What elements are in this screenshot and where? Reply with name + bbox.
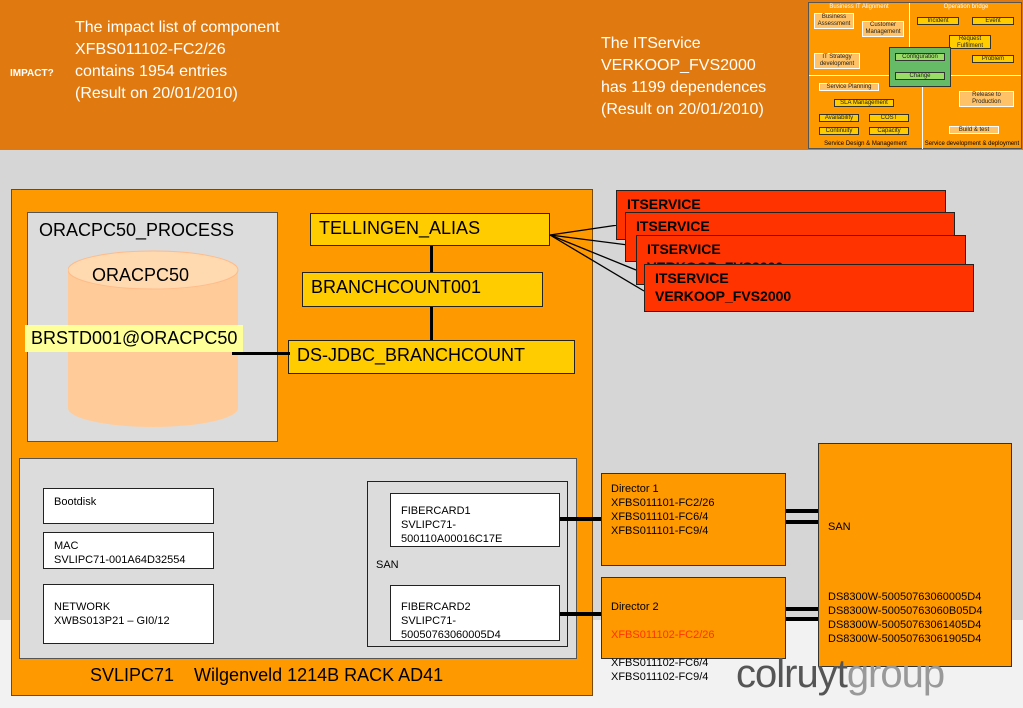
thumb-service-planning: Service Planning (819, 83, 879, 91)
connector-director1-san-b (785, 520, 819, 524)
fibercard2-box: FIBERCARD2 SVLIPC71-50050763060005D4 (390, 585, 560, 641)
thumb-service-design: Service Design & Management (824, 141, 907, 147)
san-storage-list: DS8300W-50050763060005D4 DS8300W-5005076… (828, 591, 983, 645)
logo-part1: colruyt (736, 652, 848, 696)
san-box: SAN DS8300W-50050763060005D4 DS8300W-500… (818, 443, 1012, 667)
process-map-thumbnail: Business IT Alignment Operation bridge B… (808, 2, 1022, 149)
thumb-customer-management: Customer Management (862, 21, 904, 37)
thumb-incident: Incident (917, 17, 959, 25)
connector-fc2-director2 (560, 612, 602, 616)
branchcount-box: BRANCHCOUNT001 (302, 272, 543, 307)
mac-box: MAC SVLIPC71-001A64D32554 (43, 532, 214, 569)
connector-fc1-director1 (560, 517, 602, 521)
fibercard1-box: FIBERCARD1 SVLIPC71-500110A00016C17E (390, 493, 560, 547)
thumb-event: Event (972, 17, 1014, 25)
thumb-cost: COST (869, 114, 909, 122)
san-title: SAN (828, 521, 851, 533)
thumb-availability: Availability (819, 114, 859, 122)
director2-highlight: XFBS011102-FC2/26 (611, 629, 715, 641)
database-label: ORACPC50 (92, 265, 190, 285)
thumb-continuity: Continuity (819, 127, 859, 135)
connector-director1-san-a (785, 509, 819, 513)
logo-part2: group (846, 652, 945, 696)
bootdisk-box: Bootdisk (43, 488, 214, 524)
thumb-it-strategy: IT Strategy development (814, 53, 860, 69)
thumb-release: Release to Production (959, 91, 1014, 107)
thumb-business-assessment: Business Assessment (814, 13, 854, 29)
itservice-box-4: ITSERVICE VERKOOP_FVS2000 (644, 264, 974, 312)
alias-box: TELLINGEN_ALIAS (310, 213, 550, 246)
thumb-change: Change (895, 72, 945, 80)
thumb-sla-management: SLA Management (834, 99, 894, 107)
thumb-operation-bridge: Operation bridge (943, 4, 989, 10)
connector-db-jdbc (232, 352, 290, 355)
connector-director2-san-b (785, 617, 819, 621)
thumb-request-fulfilment: Request Fulfilment (949, 35, 991, 49)
director2-ports: XFBS011102-FC6/4 XFBS011102-FC9/4 (611, 657, 709, 683)
connector-director2-san-a (785, 607, 819, 611)
director2-title: Director 2 (611, 601, 659, 613)
connector-branchcount-jdbc (430, 307, 433, 340)
thumb-capacity: Capacity (869, 127, 909, 135)
san-group-label: SAN (376, 559, 399, 571)
process-label: ORACPC50_PROCESS (39, 220, 235, 240)
thumb-service-development: Service development & deployment (924, 141, 1020, 147)
server-caption: SVLIPC71 Wilgenveld 1214B RACK AD41 (90, 665, 444, 685)
thumb-build-test: Build & test (949, 126, 999, 134)
network-box: NETWORK XWBS013P21 – GI0/12 (43, 584, 214, 644)
company-logo: colruytgroup (736, 652, 945, 697)
connector-alias-branchcount (430, 246, 433, 272)
director2-box: Director 2 XFBS011102-FC2/26 XFBS011102-… (601, 577, 786, 683)
thumb-business-it-alignment: Business IT Alignment (829, 4, 889, 10)
jdbc-box: DS-JDBC_BRANCHCOUNT (288, 340, 575, 374)
itservice-fan-lines (549, 225, 645, 292)
thumb-configuration: Configuration (895, 53, 945, 61)
thumb-problem: Problem (972, 55, 1014, 63)
director1-box: Director 1 XFBS011101-FC2/26 XFBS011101-… (601, 473, 786, 566)
impact-label: IMPACT? (10, 68, 54, 79)
impact-list-text: The impact list of component XFBS011102-… (75, 19, 280, 102)
db-instance-label: BRSTD001@ORACPC50 (25, 325, 244, 352)
itservice-dependences-text: The ITService VERKOOP_FVS2000 has 1199 d… (601, 35, 767, 118)
